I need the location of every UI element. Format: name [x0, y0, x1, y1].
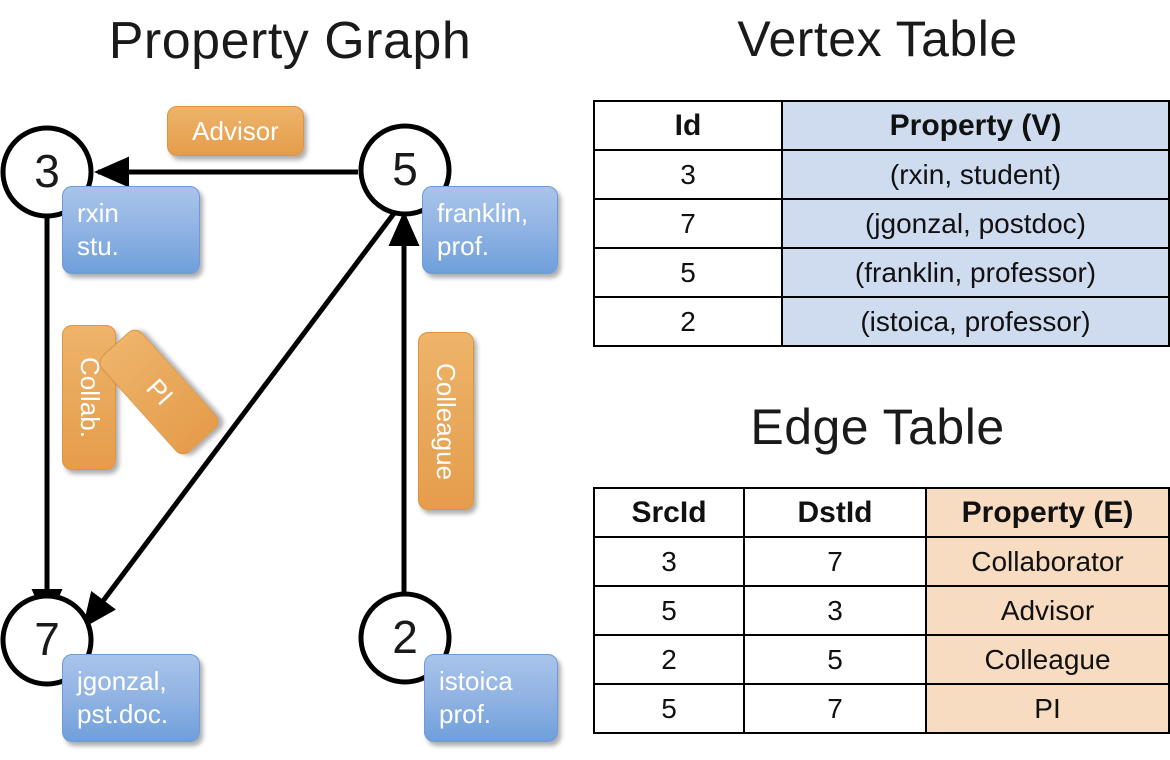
page-title-edge-table: Edge Table — [750, 399, 1005, 455]
edge-table: SrcId DstId Property (E) 3 7 Collaborato… — [593, 487, 1170, 734]
vertex-cell-id: 7 — [593, 198, 783, 249]
page-title-vertex-table: Vertex Table — [737, 11, 1018, 67]
vertex-property-rxin-line2: stu. — [77, 231, 119, 261]
table-row[interactable]: 3 (rxin, student) — [593, 149, 1170, 200]
edge-label-box-collab[interactable]: Collab. — [62, 325, 116, 470]
edge-cell-property: PI — [925, 683, 1170, 734]
graph-node-2-label: 2 — [392, 611, 418, 663]
property-graph-diagram: 3 5 7 2 rxin stu. franklin, prof. jgonza… — [0, 80, 585, 760]
edge-table-header-dstid: DstId — [743, 487, 927, 538]
edge-cell-property: Advisor — [925, 585, 1170, 636]
vertex-property-box-rxin[interactable]: rxin stu. — [62, 186, 200, 274]
vertex-cell-property: (rxin, student) — [781, 149, 1170, 200]
vertex-property-box-istoica[interactable]: istoica prof. — [424, 654, 558, 742]
edge-label-collab-text: Collab. — [74, 357, 105, 438]
edge-cell-dst: 5 — [743, 634, 927, 685]
vertex-table-header-property: Property (V) — [781, 100, 1170, 151]
table-row[interactable]: 2 5 Colleague — [593, 634, 1170, 685]
vertex-cell-property: (istoica, professor) — [781, 296, 1170, 347]
edge-cell-dst: 3 — [743, 585, 927, 636]
vertex-cell-id: 2 — [593, 296, 783, 347]
edge-label-advisor-text: Advisor — [192, 115, 279, 146]
edge-table-header-property: Property (E) — [925, 487, 1170, 538]
vertex-property-istoica-line2: prof. — [439, 699, 492, 729]
edge-cell-src: 5 — [593, 585, 745, 636]
graph-node-7-label: 7 — [34, 613, 60, 665]
table-row[interactable]: 5 7 PI — [593, 683, 1170, 734]
edge-table-header-srcid: SrcId — [593, 487, 745, 538]
edge-cell-dst: 7 — [743, 683, 927, 734]
table-row[interactable]: 7 (jgonzal, postdoc) — [593, 198, 1170, 249]
graph-node-3-label: 3 — [34, 145, 60, 197]
edge-label-box-advisor[interactable]: Advisor — [167, 106, 304, 156]
table-row[interactable]: 5 3 Advisor — [593, 585, 1170, 636]
vertex-table-header-id: Id — [593, 100, 783, 151]
table-row[interactable]: 3 7 Collaborator — [593, 536, 1170, 587]
edge-table-header-row: SrcId DstId Property (E) — [593, 487, 1170, 538]
vertex-property-jgonzal-line2: pst.doc. — [77, 699, 169, 729]
edge-cell-property: Colleague — [925, 634, 1170, 685]
vertex-property-jgonzal-line1: jgonzal, — [77, 666, 167, 696]
vertex-cell-id: 3 — [593, 149, 783, 200]
edge-5-to-7-pi — [82, 206, 400, 629]
vertex-property-box-jgonzal[interactable]: jgonzal, pst.doc. — [62, 654, 200, 742]
graph-node-5-label: 5 — [392, 143, 418, 195]
vertex-cell-property: (jgonzal, postdoc) — [781, 198, 1170, 249]
vertex-table-header-row: Id Property (V) — [593, 100, 1170, 151]
edge-label-colleague-text: Colleague — [431, 362, 462, 480]
table-row[interactable]: 2 (istoica, professor) — [593, 296, 1170, 347]
vertex-property-istoica-line1: istoica — [439, 666, 513, 696]
edge-cell-dst: 7 — [743, 536, 927, 587]
vertex-table: Id Property (V) 3 (rxin, student) 7 (jgo… — [593, 100, 1170, 347]
vertex-property-rxin-line1: rxin — [77, 198, 119, 228]
edge-cell-src: 5 — [593, 683, 745, 734]
edge-label-pi-text: PI — [139, 372, 179, 411]
edge-label-box-colleague[interactable]: Colleague — [418, 332, 474, 510]
vertex-property-franklin-line2: prof. — [437, 231, 490, 261]
vertex-cell-property: (franklin, professor) — [781, 247, 1170, 298]
table-row[interactable]: 5 (franklin, professor) — [593, 247, 1170, 298]
vertex-cell-id: 5 — [593, 247, 783, 298]
vertex-property-franklin-line1: franklin, — [437, 198, 529, 228]
page-title-property-graph: Property Graph — [108, 12, 472, 70]
vertex-property-box-franklin[interactable]: franklin, prof. — [422, 186, 558, 274]
edge-cell-src: 3 — [593, 536, 745, 587]
edge-cell-property: Collaborator — [925, 536, 1170, 587]
edge-cell-src: 2 — [593, 634, 745, 685]
